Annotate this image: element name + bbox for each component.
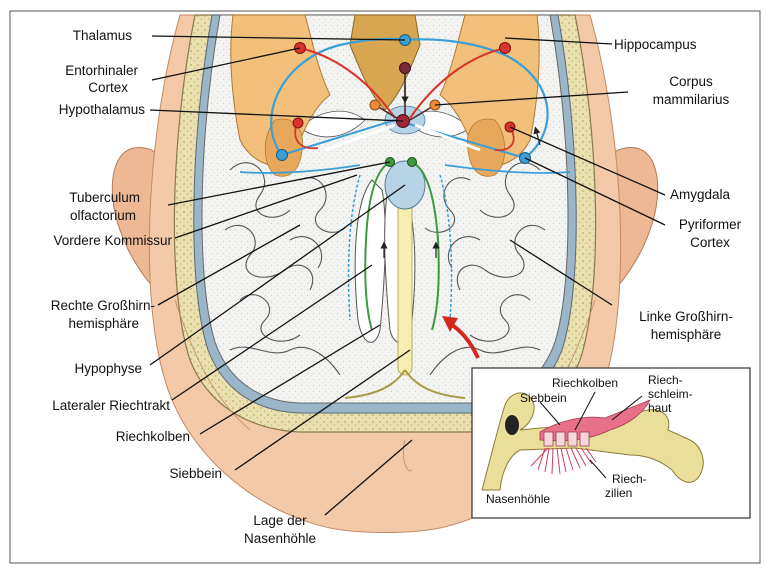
leader-lines [149, 35, 666, 516]
node-dark-top [399, 62, 411, 74]
label-riechkolben: Riechkolben [115, 429, 190, 444]
inset-label-riechzilien-line1: Riech- [612, 472, 647, 486]
red-pointer-arrowhead [442, 316, 458, 332]
inset-leader-lines [539, 391, 643, 479]
red-pathway-right [299, 47, 396, 119]
inset-label-riechschleimhaut-line1: Riech- [648, 373, 683, 387]
label-amygdala: Amygdala [670, 187, 731, 202]
label-corpus-mammilarius-line2: mammilarius [652, 92, 730, 107]
blue-cross-pathway [281, 118, 526, 159]
label-hypophyse: Hypophyse [74, 361, 142, 376]
green-tract-left [411, 161, 440, 331]
inset-label-riechkolben: Riechkolben [552, 376, 619, 390]
inset-label-siebbein: Siebbein [520, 391, 567, 405]
red-pathway-left [409, 47, 506, 119]
white-central-rays [324, 123, 481, 152]
label-rechte-grosshirnhemisphaere-line1: Rechte Großhirn- [50, 298, 155, 313]
label-hippocampus: Hippocampus [614, 37, 697, 52]
inset-label-riechschleimhaut-line3: haut [648, 401, 672, 415]
label-siebbein: Siebbein [169, 466, 222, 481]
inset-bone [481, 392, 704, 491]
tract-arrows [380, 85, 541, 258]
inset-label-nasenhoehle: Nasenhöhle [486, 492, 551, 506]
label-thalamus: Thalamus [72, 28, 132, 43]
label-rechte-grosshirnhemisphaere-line2: hemisphäre [68, 316, 139, 331]
gyri-right [224, 114, 346, 376]
inset-bone-hole [505, 415, 519, 435]
inset-label-riechzilien-line2: zilien [605, 486, 633, 500]
label-linke-grosshirnhemisphaere-line1: Linke Großhirn- [639, 309, 733, 324]
blue-tract-left [439, 174, 453, 321]
blue-tract-right [347, 174, 361, 321]
label-pyriformer-cortex-line2: Cortex [690, 235, 730, 250]
node-pyriform-right [276, 149, 288, 161]
label-tuberculum-line1: Tuberculum [69, 190, 140, 205]
label-vordere-kommissur: Vordere Kommissur [53, 233, 172, 248]
node-tuberculum-left [407, 157, 417, 167]
label-entorhinaler-cortex-line1: Entorhinaler [65, 63, 138, 78]
label-corpus-mammilarius-line1: Corpus [669, 74, 713, 89]
label-entorhinaler-cortex-line2: Cortex [88, 80, 128, 95]
midline-bone-spine [344, 369, 466, 399]
label-tuberculum-line2: olfactorium [69, 208, 136, 223]
green-tract-right [364, 161, 391, 331]
olfactory-bulb-midline [397, 194, 413, 376]
node-mammillary-right [369, 99, 381, 111]
inset-nasal-cavity [471, 367, 751, 519]
inset-cilia [530, 447, 597, 475]
inset-label-riechschleimhaut-line2: schleim- [648, 387, 693, 401]
label-pyriformer-cortex-line1: Pyriformer [678, 217, 742, 232]
inset-bulb-pillars [543, 431, 590, 447]
node-amygdala-right [292, 117, 304, 129]
label-lage-der-nasenhoehle-line1: Lage der [253, 513, 307, 528]
label-hypothalamus: Hypothalamus [58, 102, 145, 117]
label-lateraler-riechtrakt: Lateraler Riechtrakt [52, 398, 170, 413]
label-linke-grosshirnhemisphaere-line2: hemisphäre [650, 327, 722, 342]
label-lage-der-nasenhoehle-line2: Nasenhöhle [243, 531, 317, 546]
node-hippocampus [499, 42, 511, 54]
